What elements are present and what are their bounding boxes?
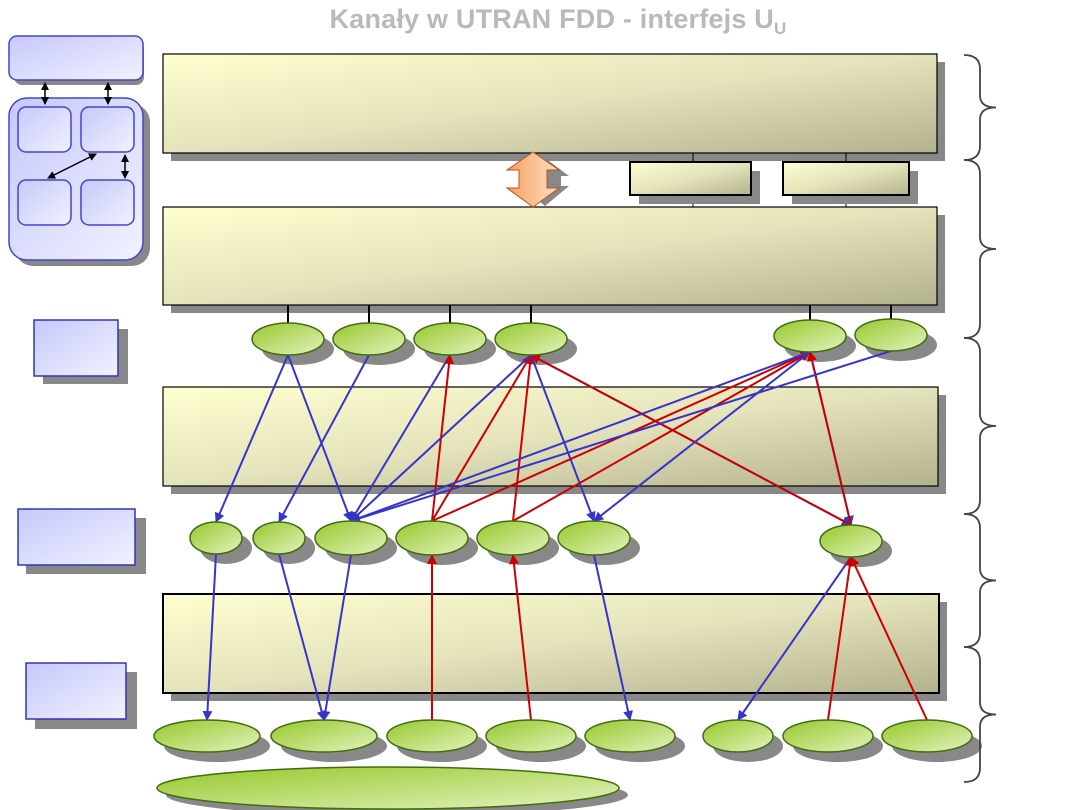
layer-L2-mac [162, 386, 946, 494]
downlink-mapping-arrow [737, 556, 852, 721]
downlink-mapping-arrow [278, 354, 370, 523]
uplink-mapping-arrow [850, 556, 928, 721]
brace-layer-1 [963, 646, 997, 783]
physical-channel[interactable] [485, 719, 577, 753]
physical-channel[interactable] [782, 719, 874, 753]
downlink-mapping-arrow [350, 354, 532, 522]
title-subscript: U [773, 19, 787, 38]
uplink-mapping-arrow [827, 556, 855, 721]
transport-channel[interactable] [314, 520, 388, 556]
side-box-sub-entity-b [782, 153, 918, 207]
title-text: Kanały w UTRAN FDD - interfejs U [329, 4, 774, 34]
uplink-mapping-arrow [431, 354, 532, 522]
model-sub-block [17, 106, 72, 153]
physical-channel[interactable] [584, 719, 676, 753]
downlink-mapping-arrow [530, 354, 596, 522]
downlink-mapping-arrow [202, 553, 217, 721]
page-title: Kanały w UTRAN FDD - interfejs UU [0, 4, 1080, 39]
downlink-mapping-arrow [350, 350, 892, 524]
transport-channels-legend [17, 508, 146, 574]
model-sub-block [17, 179, 72, 226]
uplink-mapping-arrow [512, 351, 811, 522]
physical-channel[interactable] [386, 719, 478, 753]
physical-channels-legend [25, 662, 137, 729]
logical-channel[interactable] [332, 322, 406, 356]
interlayer-double-arrow [505, 151, 569, 208]
logical-channel[interactable] [773, 319, 847, 353]
transport-channel[interactable] [252, 521, 306, 555]
brace-layer-2 [963, 337, 997, 515]
physical-channel[interactable] [702, 719, 774, 753]
downlink-mapping-arrow [350, 354, 451, 522]
transport-channel[interactable] [395, 520, 469, 556]
transport-channel[interactable] [476, 520, 550, 556]
model-sub-block [80, 179, 135, 226]
transport-channel[interactable] [189, 521, 243, 555]
downlink-mapping-arrow [320, 554, 352, 721]
transport-channel[interactable] [819, 524, 883, 558]
downlink-mapping-arrow [278, 553, 327, 721]
logical-channel[interactable] [251, 322, 325, 356]
downlink-mapping-arrow [214, 354, 289, 523]
downlink-mapping-arrow [593, 351, 811, 522]
uplink-mapping-arrow [512, 354, 536, 522]
downlink-mapping-arrow [287, 354, 353, 522]
layer-L3-rrc [162, 206, 945, 313]
side-box-sub-entity-a [629, 153, 760, 207]
model-arrow [47, 153, 97, 179]
physical-channel[interactable] [270, 719, 378, 753]
logical-channel[interactable] [494, 322, 568, 356]
physical-channel[interactable] [153, 719, 261, 753]
physical-channel-wide[interactable] [156, 766, 620, 810]
protocol-stack-model [8, 35, 150, 266]
brace-layer-3 [963, 159, 997, 339]
brace-upper-layers [963, 54, 997, 161]
logical-channels-legend [33, 319, 128, 384]
physical-channel[interactable] [881, 719, 973, 753]
logical-channel[interactable] [854, 318, 928, 352]
downlink-mapping-arrow [350, 351, 811, 523]
uplink-mapping-arrow [807, 351, 852, 526]
layer-L3-upper [162, 53, 945, 161]
model-top-block [8, 35, 144, 81]
downlink-mapping-arrow [593, 554, 633, 721]
uplink-mapping-arrow [530, 354, 852, 526]
uplink-mapping-arrow [509, 554, 532, 721]
logical-channel[interactable] [413, 322, 487, 356]
layer-L1-phy [162, 593, 947, 701]
brace-layer-2-lower [963, 513, 997, 648]
transport-channel[interactable] [557, 520, 631, 556]
model-sub-block [80, 106, 135, 153]
